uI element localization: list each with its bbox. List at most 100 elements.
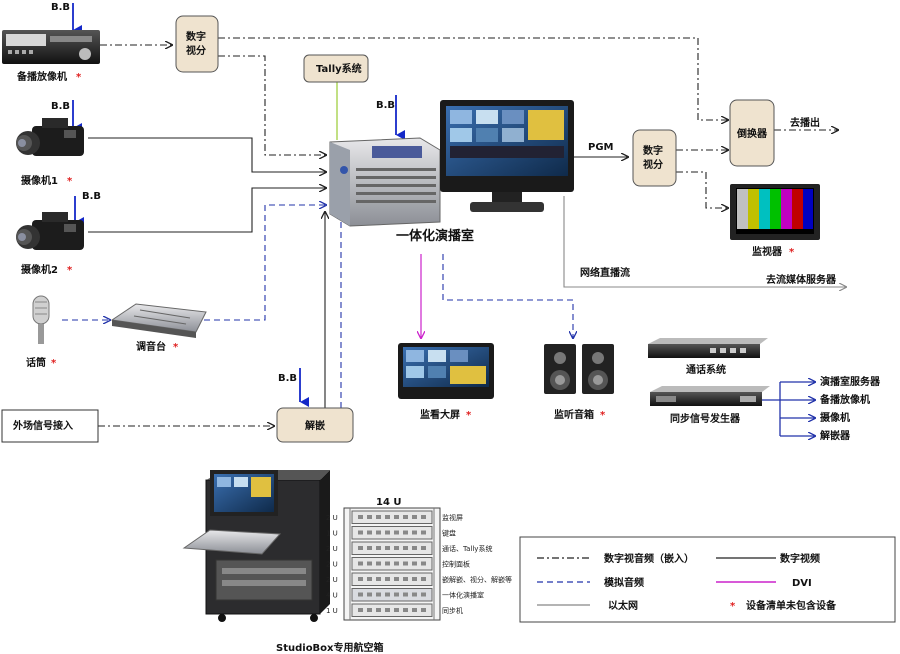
switcher-box [729,99,775,167]
splitter1-line1: 数字 [186,30,206,43]
rack-slot-vent [358,530,363,535]
rack-item-label: 监视屏 [442,513,463,522]
legend-embedded: 数字视音频（嵌入） [604,552,694,565]
mixer-label: 调音台 [136,340,166,353]
colorbar-monitor [730,184,820,240]
rack-slot-vent [403,608,408,612]
splitter1-line2: 视分 [186,44,206,57]
media-server-label: 去流媒体服务器 [766,273,837,286]
intercom-icon [648,338,768,358]
speakers-label: 监听音箱 [554,408,594,421]
monitor-star: * [789,247,795,258]
rack-slot-vent [367,530,372,535]
rack-item-label: 通话、Tally系统 [442,544,492,553]
rack-slot [351,541,433,555]
rack-slot-vent [358,561,363,566]
studio-monitor [440,100,574,212]
rack-unit-label: 2 U [326,545,338,553]
rack-slot-vent [394,577,399,581]
demux-label: 解嵌 [305,419,325,432]
rack-slot-vent [358,546,363,550]
ext-signal-box [1,409,99,443]
rack-slot-vent [412,608,417,612]
bb-label-cam2: B.B [82,191,101,202]
rack-slot-vent [421,515,426,519]
rack-slot [351,557,433,571]
sync-gen-label: 同步信号发生器 [670,412,741,425]
rack-slot-vent [385,515,390,519]
big-screen-label: 监看大屏 [420,408,460,421]
rack-slot-vent [412,546,417,550]
rack-slot-vent [385,546,390,550]
rack-slot-vent [358,608,363,612]
splitter2-box [632,129,677,187]
rack-slot-vent [385,577,390,581]
camera2-star: * [67,265,73,276]
rack-slot-vent [412,577,417,581]
rack-slot-vent [421,561,426,566]
pgm-label: PGM [588,142,614,153]
vtr-label: 备播放像机 [16,70,67,83]
rack-slot-vent [367,561,372,566]
rack-slot [351,510,433,524]
tally-box [303,54,369,83]
rack-slot-vent [358,577,363,581]
bb-label-studio: B.B [376,100,395,111]
vtr-device [2,30,100,64]
out-demuxer: 解嵌器 [820,429,851,442]
rack-slot-vent [376,592,381,597]
out-studio-server: 演播室服务器 [820,375,881,388]
rack-slot-vent [394,546,399,550]
rack-slot-vent [403,592,408,597]
legend-analog: 模拟音频 [604,576,644,589]
intercom-label: 通话系统 [686,363,726,376]
rack-unit-label: 1 U [326,530,338,538]
rack-unit-label: 2 U [326,576,338,584]
rack-slot-vent [412,561,417,566]
rack-slot-vent [403,530,408,535]
sync-gen-icon [650,386,770,406]
rack-slot-vent [385,592,390,597]
rack-slot-vent [385,530,390,535]
rack-slot-vent [403,561,408,566]
rack-slot-vent [376,530,381,535]
rack-slot-vent [385,608,390,612]
ext-signal-label: 外场信号接入 [12,419,73,432]
big-screen-star: * [466,410,472,421]
mic-icon [32,295,50,344]
rack-slot-vent [421,608,426,612]
rack-slot-vent [376,608,381,612]
rack-slot [351,572,433,586]
rack-item-label: 键盘 [442,529,456,538]
rack-slot-vent [367,515,372,519]
legend-digital-video: 数字视频 [780,552,820,565]
rack-slot-vent [421,546,426,550]
rack-slot-vent [412,592,417,597]
rack-slot-vent [403,515,408,519]
rack-slot-vent [367,608,372,612]
rack-item-label: 同步机 [442,606,463,615]
rack-slot-vent [376,577,381,581]
out-standby-vtr: 备播放像机 [819,393,870,406]
switcher-label: 倒换器 [736,127,768,140]
monitor-label: 监视器 [752,245,783,258]
rack-unit-label: 2 U [326,561,338,569]
studio-unit [329,137,441,227]
connection-lines [62,37,846,436]
speakers-icon [544,344,614,394]
rack-title: 14 U [376,497,402,508]
camera2-label: 摄像机2 [21,263,58,276]
rack-item-label: 一体化演播室 [442,591,484,600]
legend-star: * [730,601,736,612]
tally-label: Tally系统 [316,62,362,75]
rack-slot-vent [421,577,426,581]
rack-slot-vent [394,530,399,535]
legend-not-included: 设备清单未包含设备 [746,599,837,612]
mixer-star: * [173,342,179,353]
bb-label-vtr: B.B [51,2,70,13]
rack-unit-label: 2 U [326,514,338,522]
rack-slot-vent [376,515,381,519]
rack-slot-vent [394,561,399,566]
